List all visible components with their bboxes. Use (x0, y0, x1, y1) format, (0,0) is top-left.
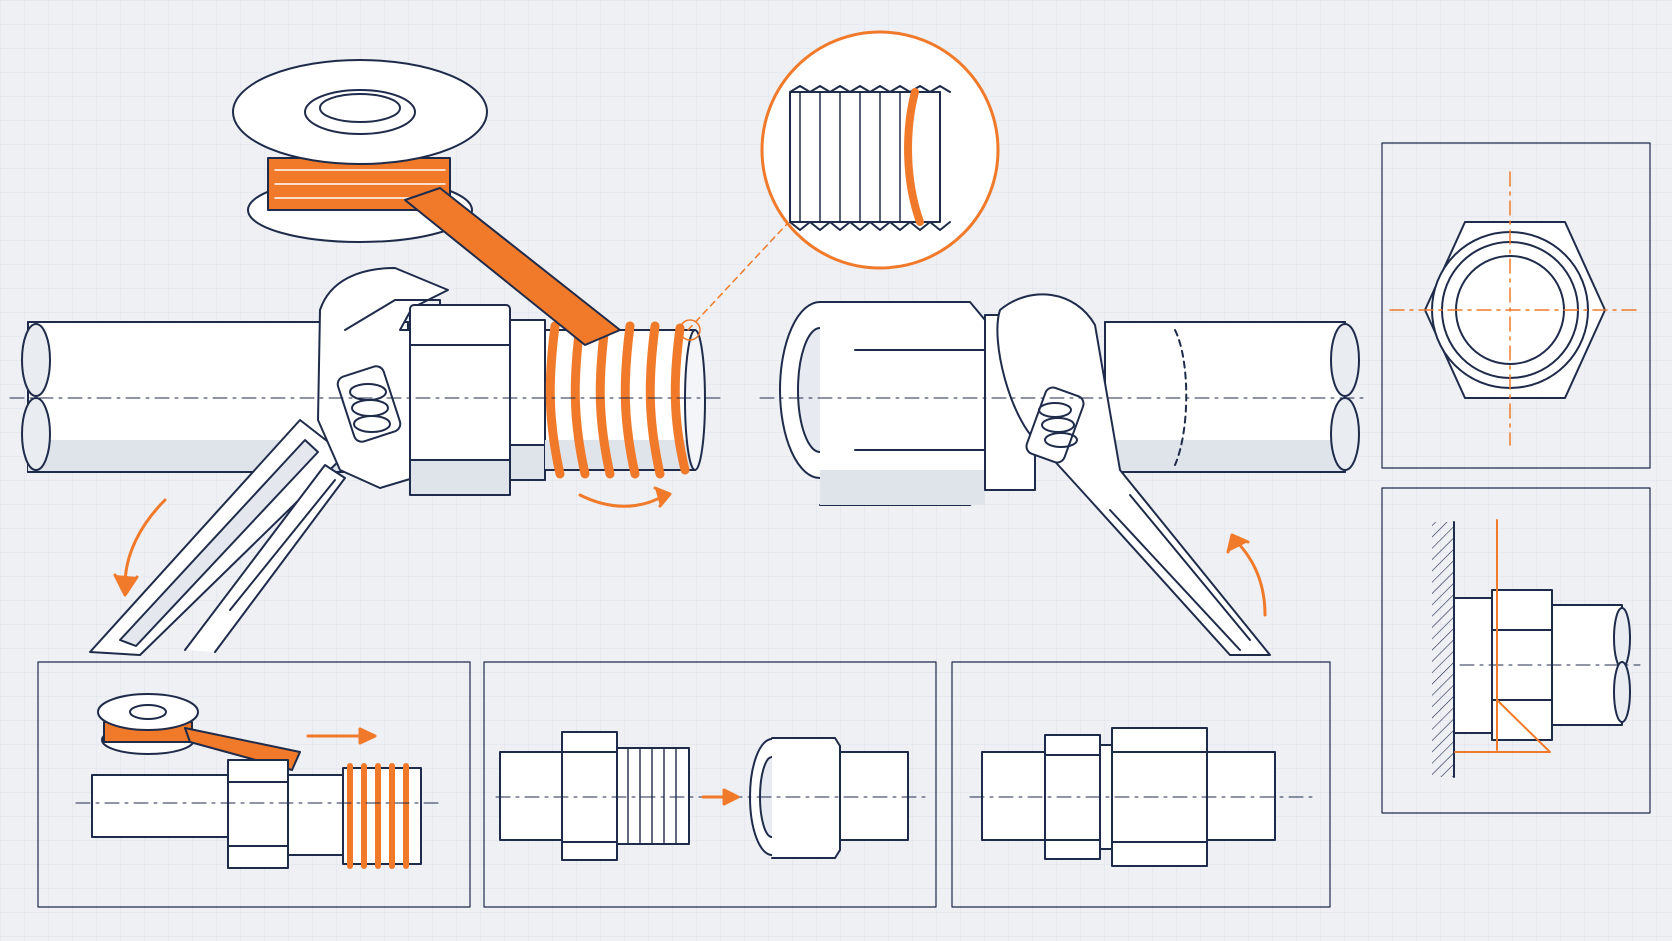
step-align-parts (483, 661, 937, 908)
callout-leader (687, 209, 801, 331)
ptfe-tape-strip (404, 187, 621, 346)
step-joined (951, 661, 1331, 908)
thread-detail (760, 30, 1000, 270)
adjustable-wrench-right (996, 293, 1271, 656)
rotate-arrow-right (1226, 533, 1267, 617)
rotate-arrow-left (113, 498, 167, 597)
ptfe-tape-wraps (545, 321, 690, 479)
hex-nut-left (409, 304, 546, 496)
coupling-nut (779, 301, 1036, 506)
threaded-nipple-taped (544, 329, 706, 471)
step-wrap-tape (37, 661, 471, 908)
callout-target (679, 319, 701, 341)
align-arrow (701, 788, 740, 806)
wrap-direction-arrow (578, 486, 672, 508)
push-arrow (306, 727, 377, 745)
pipe-right (1104, 321, 1360, 473)
wall-mount-side-view (1381, 487, 1651, 814)
hex-nut-end-view (1381, 142, 1651, 469)
